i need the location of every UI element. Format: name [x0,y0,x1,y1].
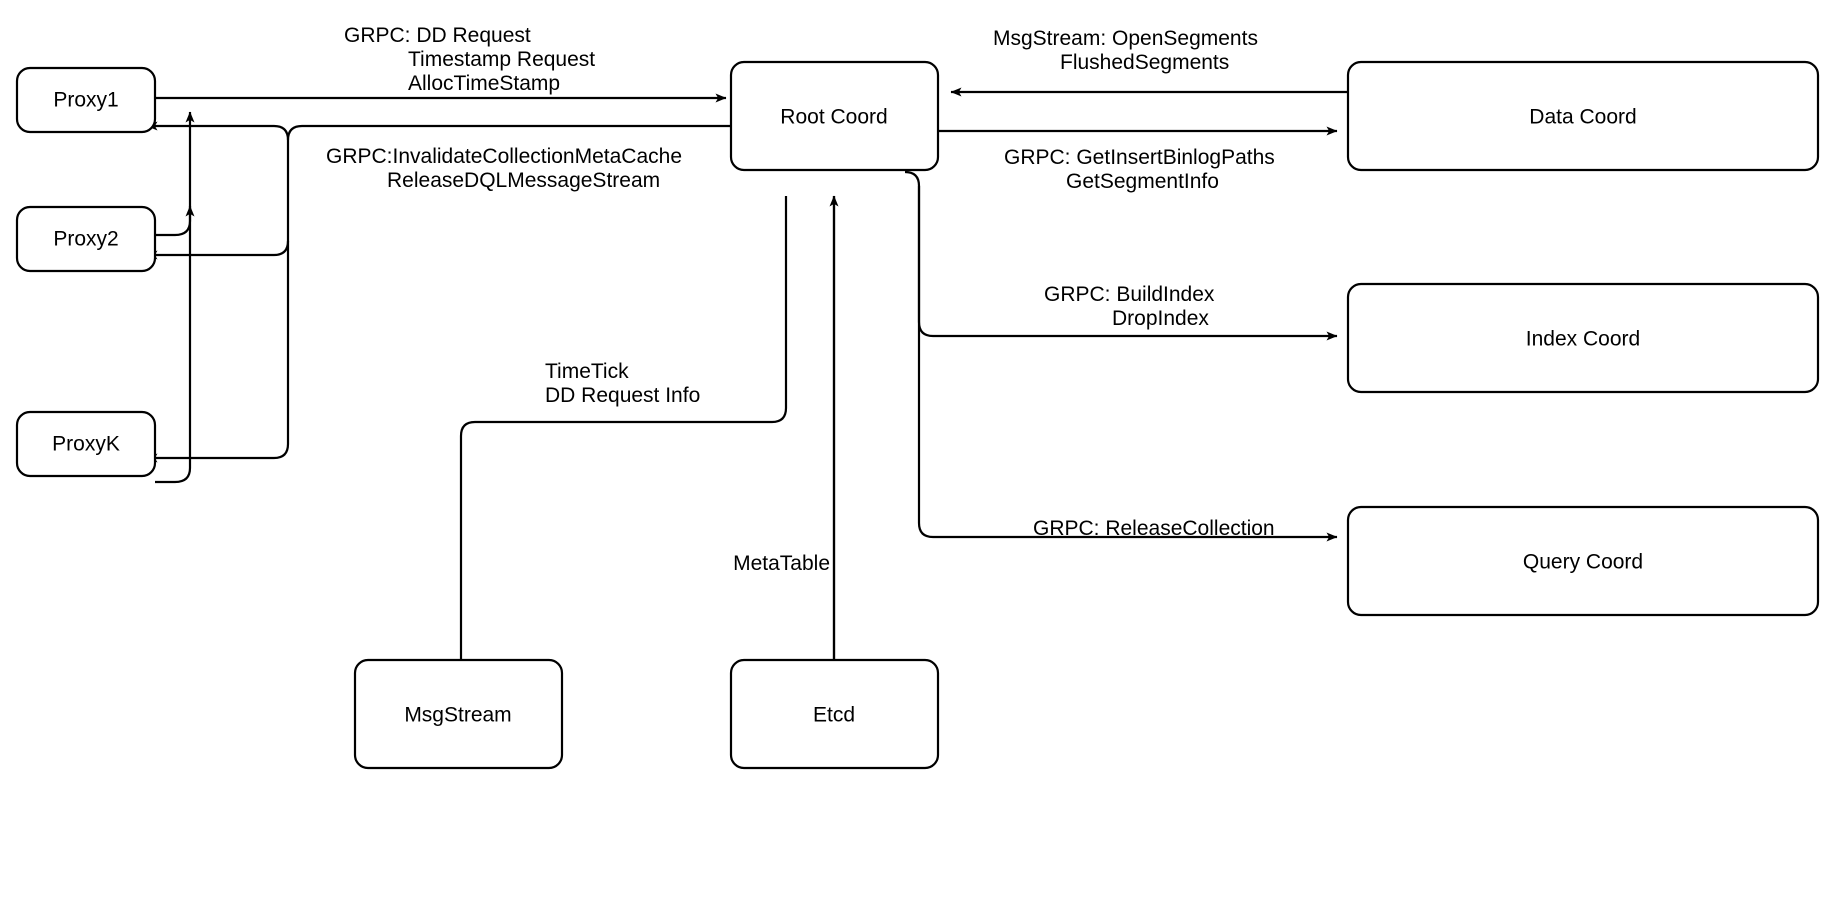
node-data-coord-box[interactable] [1346,60,1820,172]
node-proxy1[interactable]: Proxy1 [15,66,157,134]
node-index-coord[interactable]: Index Coord [1346,282,1820,394]
edge-root-coord-to-proxies [146,121,731,463]
node-proxy1-label: Proxy1 [53,89,118,112]
node-root-coord-label: Root Coord [780,106,887,129]
node-etcd-label: Etcd [813,704,855,727]
edge-line-root-to-querycoord [917,186,1338,542]
node-proxy2-box[interactable] [15,205,157,273]
edge-label-root-to-msgstream: TimeTick DD Request Info [545,360,700,407]
node-proxyk-label: ProxyK [52,433,120,456]
edge-label-build-index: GRPC: BuildIndex [1044,283,1215,306]
node-proxy2-label: Proxy2 [53,228,118,251]
node-query-coord-label: Query Coord [1523,551,1643,574]
edge-label-msgstream-opensegments: MsgStream: OpenSegments [993,27,1258,50]
edge-label-invalidate-cache: GRPC:InvalidateCollectionMetaCache [326,145,682,168]
edge-label-get-insert-binlog: GRPC: GetInsertBinlogPaths [1004,146,1275,169]
node-index-coord-box[interactable] [1346,282,1820,394]
node-etcd-box[interactable] [729,658,940,770]
node-msgstream-label: MsgStream [404,704,511,727]
edge-line-root-to-msgstream [456,196,788,713]
edge-label-dd-request-info: DD Request Info [545,384,700,407]
node-proxyk-box[interactable] [15,410,157,478]
edge-label-alloc-timestamp: AllocTimeStamp [408,72,560,95]
edge-label-root-to-indexcoord: GRPC: BuildIndex DropIndex [1044,283,1215,330]
edge-root-coord-to-query-coord [917,186,1338,542]
node-proxy2[interactable]: Proxy2 [15,205,157,273]
edge-label-timetick: TimeTick [545,360,629,383]
edge-proxies-riser [155,111,195,484]
edge-line-proxy2-riser [155,205,195,237]
edge-label-grpc-dd-request: GRPC: DD Request [344,24,531,47]
edge-label-root-to-proxies: GRPC:InvalidateCollectionMetaCache Relea… [326,145,682,192]
node-root-coord-box[interactable] [729,60,940,172]
edge-label-flushed-segments: FlushedSegments [1060,51,1229,74]
edge-label-timestamp-request: Timestamp Request [408,48,595,71]
edge-label-drop-index: DropIndex [1112,307,1209,330]
edge-line-proxyk-riser [155,111,195,484]
edge-label-get-segment-info: GetSegmentInfo [1066,170,1219,193]
edge-label-root-to-etcd: MetaTable [733,552,830,575]
edge-label-datacoord-to-root: MsgStream: OpenSegments FlushedSegments [993,27,1258,74]
node-index-coord-label: Index Coord [1526,328,1640,351]
node-data-coord[interactable]: Data Coord [1346,60,1820,172]
node-msgstream[interactable]: MsgStream [353,658,564,770]
node-msgstream-box[interactable] [353,658,564,770]
edge-line-root-to-proxy1 [146,121,290,141]
node-query-coord-box[interactable] [1346,505,1820,617]
node-root-coord[interactable]: Root Coord [729,60,940,172]
edge-label-release-dql: ReleaseDQLMessageStream [387,169,660,192]
edge-label-metatable: MetaTable [733,552,830,575]
edge-label-proxy-to-root: GRPC: DD Request Timestamp Request Alloc… [344,24,595,95]
node-etcd[interactable]: Etcd [729,658,940,770]
edge-line-root-to-proxy2 [146,240,290,260]
node-query-coord[interactable]: Query Coord [1346,505,1820,617]
edge-label-root-to-datacoord: GRPC: GetInsertBinlogPaths GetSegmentInf… [1004,146,1275,193]
node-proxy1-box[interactable] [15,66,157,134]
node-proxyk[interactable]: ProxyK [15,410,157,478]
node-data-coord-label: Data Coord [1529,106,1636,129]
edge-root-coord-to-msgstream [456,196,788,713]
edge-label-release-collection: GRPC: ReleaseCollection [1033,517,1275,540]
edge-label-root-to-querycoord: GRPC: ReleaseCollection [1033,517,1275,540]
edge-line-root-to-proxyk [146,124,731,463]
